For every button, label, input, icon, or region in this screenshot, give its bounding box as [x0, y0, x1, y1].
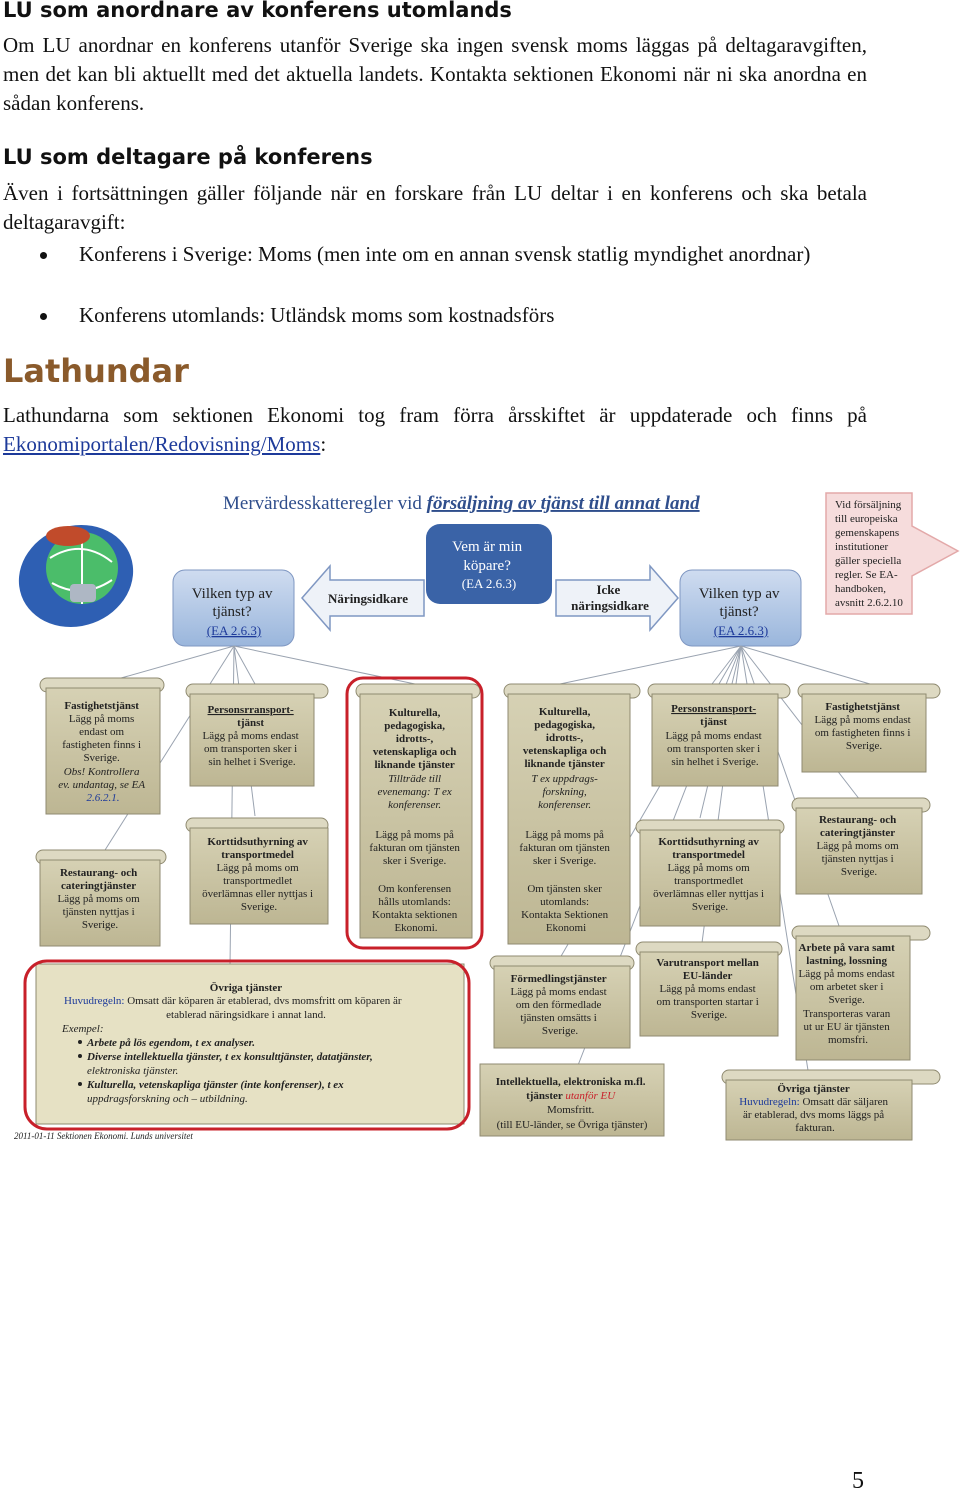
box-personstransport-right: Personstransport- tjänst Lägg på moms en…: [648, 684, 790, 786]
box-korttidsuthyrning-left: Korttidsuthyrning av transportmedel Lägg…: [186, 818, 328, 924]
svg-text:elektroniska tjänster.: elektroniska tjänster.: [87, 1065, 178, 1077]
bullet-icon: [40, 252, 47, 259]
svg-text:Diverse intellektuella tjänste: Diverse intellektuella tjänster, t ex ko…: [86, 1051, 373, 1063]
box-formedlingstjanster: Förmedlingstjänster Lägg på moms endast …: [490, 956, 634, 1048]
lathundar-colon: :: [320, 432, 326, 456]
bullet-icon: [40, 313, 47, 320]
box-restaurang-left: Restaurang- och cateringtjänster Lägg på…: [36, 850, 166, 946]
left-arrow-label: Näringsidkare: [328, 591, 408, 606]
svg-text:Arbete på lös egendom, t ex an: Arbete på lös egendom, t ex analyser.: [86, 1037, 255, 1049]
box-arbete-pa-vara: Arbete på vara samt lastning, lossning L…: [792, 926, 930, 1060]
svg-text:Personstransport- tjänst: Personstransport- tjänst Lägg på moms en…: [666, 703, 765, 768]
box-ovriga-tjanster-left: Övriga tjänster Huvudregeln: Omsatt där …: [36, 964, 464, 1124]
bullet-item: Konferens utomlands: Utländsk moms som k…: [79, 301, 867, 330]
svg-text:Övriga tjänster: Övriga tjänster: [210, 981, 283, 994]
svg-text:Huvudregeln: Omsatt där köpare: Huvudregeln: Omsatt där köparen är etabl…: [64, 995, 402, 1007]
box-restaurang-right: Restaurang- och cateringtjänster Lägg på…: [792, 798, 930, 894]
paragraph-lathundar: Lathundarna som sektionen Ekonomi tog fr…: [3, 401, 867, 459]
box-ovriga-tjanster-right: Övriga tjänster Huvudregeln: Omsatt där …: [722, 1070, 940, 1140]
box-personstransport-left: Personsrransport- tjänst Lägg på moms en…: [186, 684, 328, 786]
globe-icon: [4, 509, 147, 643]
box-korttidsuthyrning-right: Korttidsuthyrning av transportmedel Lägg…: [636, 820, 784, 926]
paragraph-organizer-abroad: Om LU anordnar en konferens utanför Sver…: [3, 31, 867, 118]
box-kulturella-right: Kulturella, pedagogiska, idrotts-, veten…: [504, 684, 640, 944]
svg-text:etablerad näringsidkare i anna: etablerad näringsidkare i annat land.: [166, 1009, 326, 1021]
diagram-footer: 2011-01-11 Sektionen Ekonomi. Lunds univ…: [14, 1131, 193, 1141]
svg-text:Personsrransport- tjänst: Personsrransport- tjänst Lägg på moms en…: [203, 704, 302, 768]
svg-text:uppdragsforskning och – utbild: uppdragsforskning och – utbildning.: [87, 1093, 248, 1105]
page-number: 5: [852, 1468, 864, 1495]
bullet-item: Konferens i Sverige: Moms (men inte om e…: [79, 240, 867, 269]
box-fastighetstjanst-left: Fastighetstjänst Lägg på moms endast om …: [40, 678, 164, 814]
box-kulturella-left: Kulturella, pedagogiska, idrotts-, veten…: [356, 684, 480, 938]
heading-participant: LU som deltagare på konferens: [3, 145, 373, 169]
vat-rules-diagram: Mervärdesskatteregler vid försäljning av…: [0, 488, 960, 1148]
lathundar-text: Lathundarna som sektionen Ekonomi tog fr…: [3, 403, 867, 427]
box-intellektuella: Intellektuella, elektroniska m.fl. tjäns…: [480, 1064, 664, 1136]
svg-text:Kulturella, vetenskapliga tjän: Kulturella, vetenskapliga tjänster (inte…: [86, 1079, 344, 1091]
heading-lathundar: Lathundar: [3, 352, 189, 390]
paragraph-participant: Även i fortsättningen gäller följande nä…: [3, 179, 867, 237]
svg-text:Exempel:: Exempel:: [61, 1023, 104, 1035]
side-note-arrow: Vid försäljning till europeiska gemenska…: [826, 493, 958, 614]
heading-organizer-abroad: LU som anordnare av konferens utomlands: [3, 0, 512, 22]
box-fastighetstjanst-right: Fastighetstjänst Lägg på moms endast om …: [798, 684, 940, 772]
ekonomiportalen-link[interactable]: Ekonomiportalen/Redovisning/Moms: [3, 432, 320, 456]
box-varutransport: Varutransport mellan EU-länder Lägg på m…: [636, 942, 782, 1036]
diagram-title: Mervärdesskatteregler vid försäljning av…: [223, 493, 700, 514]
